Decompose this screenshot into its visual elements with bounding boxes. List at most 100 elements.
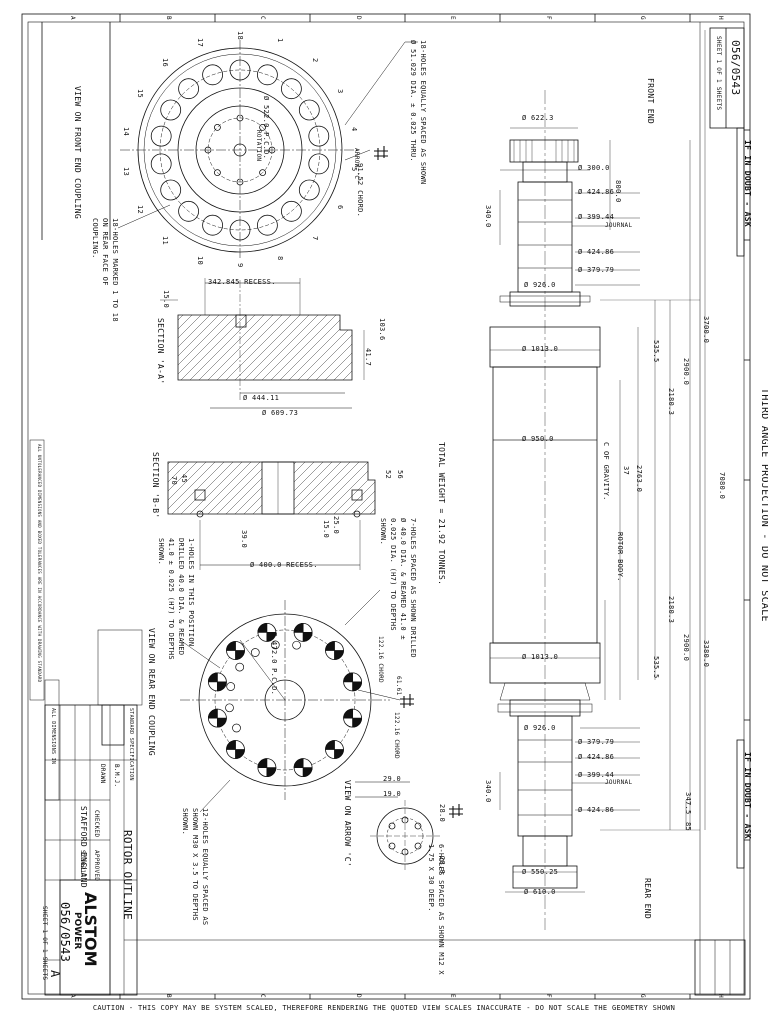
title-drawing-number: 056/0543 (58, 902, 72, 963)
hole-number-label: 3 (336, 89, 344, 94)
grid-letter: D (355, 16, 362, 20)
front-bolt-hole (202, 214, 224, 236)
rear-dowel-hole (292, 640, 301, 650)
dim-44411: Ø 444.11 (243, 394, 280, 402)
grid-letter: B (165, 994, 172, 998)
pcd-front: Ø 522.0 P.C.D. (262, 96, 270, 160)
len-3475: 347.5 (684, 792, 692, 815)
hole-number-label: 18 (236, 31, 244, 41)
dim-926-b: Ø 926.0 (524, 724, 556, 732)
holes-7-note: 7-HOLES SPACED AS SHOWN DRILLED Ø 40.0 D… (379, 518, 417, 658)
front-coupling-view (117, 40, 418, 260)
grid-letter: F (545, 994, 552, 998)
standard-spec: STANDARD SPECIFICATION (128, 708, 134, 781)
dim-300: Ø 300.0 (578, 164, 610, 172)
dim-29: 29.0 (383, 775, 402, 783)
dim-417: 41.7 (364, 348, 372, 367)
view-front-label: VIEW ON FRONT END COUPLING (73, 86, 82, 220)
dim-70: 70 (170, 476, 178, 486)
rear-dowel-hole (226, 682, 236, 691)
len-3380: 3380.0 (702, 640, 710, 668)
grid-letter: E (449, 994, 456, 998)
dim-39944-b: Ø 399.44 (578, 771, 615, 779)
front-inner-hole (259, 169, 267, 177)
rear-bolt-hole (257, 758, 277, 778)
dim-45: 45 (180, 474, 188, 484)
front-bolt-hole (298, 99, 320, 121)
front-inner-hole (213, 124, 221, 131)
dim-55025: Ø 550.25 (522, 868, 559, 876)
front-inner-hole (236, 178, 244, 186)
grid-letter: H (717, 994, 724, 998)
rotor-body-label: ROTOR BODY. (616, 532, 624, 582)
recess-rear: Ø 400.0 RECESS. (250, 561, 318, 569)
dim-42486-d: Ø 424.86 (578, 806, 615, 814)
len-5355-a: 535.5 (652, 340, 660, 363)
front-bolt-hole (160, 179, 182, 201)
arrow-c-label: ARROW 'C' (353, 148, 360, 184)
grid-letter: B (165, 16, 172, 20)
hole-number-label: 11 (161, 236, 169, 246)
front-bolt-hole (229, 59, 251, 81)
rotor-shaft-outline (489, 30, 706, 930)
hole-number-label: 4 (350, 127, 358, 132)
grid-letter: C (259, 994, 266, 998)
len-7080: 7080.0 (718, 472, 726, 500)
section-bb-label: SECTION 'B-B' (151, 452, 160, 519)
projection-note: THIRD ANGLE PROJECTION - DO NOT SCALE (759, 388, 768, 622)
len-37: 37 (622, 466, 630, 476)
grid-letter: G (639, 16, 646, 20)
section-aa-label: SECTION 'A-A' (156, 318, 165, 385)
hole-number-label: 10 (196, 256, 204, 266)
front-bolt-hole (229, 219, 251, 241)
checked-label: CHECKED (93, 810, 100, 838)
hole-number-label: 8 (276, 256, 284, 261)
front-bolt-hole (150, 125, 172, 147)
grid-letter: F (545, 16, 552, 20)
len-85: 85 (684, 822, 692, 832)
front-bolt-hole (308, 153, 330, 175)
front-bolt-hole (280, 78, 302, 100)
dim-19: 19.0 (383, 790, 402, 798)
drawing-number: 056/0543 (729, 40, 742, 96)
len-2900-b: 2900.0 (682, 634, 690, 662)
rear-bolt-hole (226, 740, 245, 759)
front-inner-hole (204, 146, 212, 154)
holes-1-note: 1-HOLES IN THIS POSITION DRILLED 40.0 DI… (157, 538, 195, 660)
rear-dowel-hole (232, 723, 241, 733)
holes-rear-note: 12-HOLES EQUALLY SPACED AS SHOWN M30 X 3… (181, 808, 209, 926)
len-21803-a: 2180.3 (667, 388, 675, 416)
hole-number-label: 17 (196, 38, 204, 48)
dim-150: 15.0 (322, 520, 330, 539)
len-340-a: 340.0 (484, 205, 492, 228)
dim-39944-a: Ø 399.44 (578, 213, 615, 221)
rear-dowel-hole (270, 640, 280, 650)
grid-letter: G (639, 994, 646, 998)
dim-28b: 28.0 (438, 856, 446, 875)
grid-letter: C (259, 16, 266, 20)
caution-note: CAUTION - THIS COPY MAY BE SYSTEM SCALED… (92, 1004, 676, 1012)
hole-number-label: 13 (122, 167, 130, 177)
company-division: POWER (72, 912, 82, 950)
title-sheet-count: SHEET 1 OF 1 SHEETS (41, 906, 48, 981)
front-bolt-hole (256, 214, 278, 236)
revision-block (694, 939, 746, 996)
len-5355-b: 535.5 (652, 656, 660, 679)
grid-letter: A (69, 16, 76, 20)
front-inner-hole (259, 124, 267, 131)
dim-42486-c: Ø 424.86 (578, 753, 615, 761)
units-note: ALL DIMENSIONS IN (50, 708, 56, 765)
front-bolt-hole (160, 99, 182, 121)
dim-52: 52 (384, 470, 392, 480)
chord-rear-1: 122.16 CHORD (377, 636, 384, 683)
len-3700: 3700.0 (702, 316, 710, 344)
pcd-rear: Ø 472.0 P.C.D. (270, 632, 278, 696)
dim-37979-a: Ø 379.79 (578, 266, 615, 274)
len-2763: 2763.0 (635, 465, 643, 493)
rear-coupling-view (179, 589, 401, 813)
section-bb (167, 461, 376, 570)
dim-610: Ø 610.0 (524, 888, 556, 896)
rear-bolt-hole (293, 758, 313, 778)
dim-42486-b: Ø 424.86 (578, 248, 615, 256)
front-holes-note: 18-HOLES EQUALLY SPACED AS SHOWN Ø 51.02… (409, 40, 427, 185)
